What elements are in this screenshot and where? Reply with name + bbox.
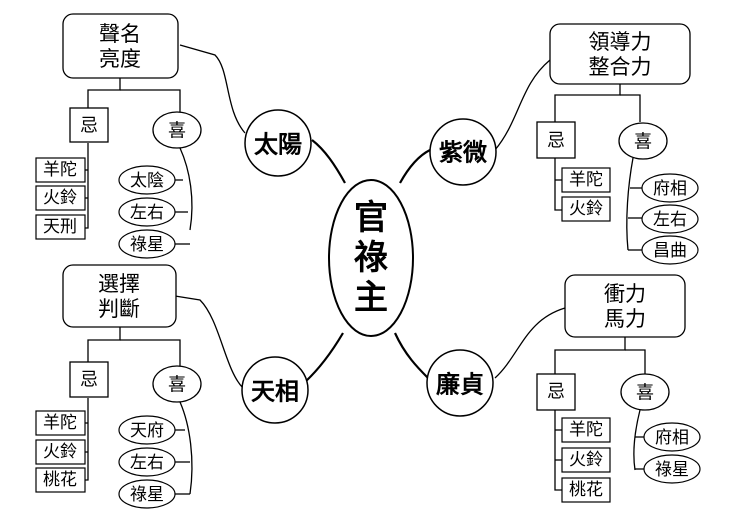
like-item <box>118 197 176 227</box>
avoid-item <box>561 167 611 193</box>
like-item <box>643 422 701 452</box>
avoid-item-text: 羊陀 <box>569 170 603 190</box>
like-label: 喜 <box>636 383 654 404</box>
avoid-item-text: 羊陀 <box>43 160 77 180</box>
center-char-3: 主 <box>354 278 388 318</box>
like-item-text: 祿星 <box>655 460 689 480</box>
branch-taiyang: 太陽 聲名 亮度 忌 喜 羊陀 火鈴 天刑 太陰 左右 祿星 <box>35 13 312 259</box>
like-item-text: 左右 <box>130 453 164 473</box>
avoid-item <box>35 467 86 493</box>
avoid-label: 忌 <box>80 116 98 137</box>
like-item-text: 府相 <box>653 179 687 199</box>
center-char-2: 祿 <box>354 238 388 278</box>
avoid-item <box>35 439 86 465</box>
avoid-label: 忌 <box>547 131 565 152</box>
like-item-text: 左右 <box>653 210 687 230</box>
avoid-label: 忌 <box>547 382 565 403</box>
branch-tianxiang: 天相 選擇 判斷 忌 喜 羊陀 火鈴 桃花 天府 左右 祿星 <box>35 264 309 509</box>
center-node: 官 祿 主 <box>328 179 414 337</box>
like-item-text: 左右 <box>130 203 164 223</box>
avoid-item <box>561 196 611 222</box>
star-node <box>429 118 497 186</box>
avoid-item <box>561 447 611 473</box>
title-box <box>62 264 177 328</box>
star-label: 太陽 <box>254 130 302 159</box>
like-oval <box>152 111 202 149</box>
title-line-2: 判斷 <box>98 297 140 321</box>
like-item <box>118 415 176 445</box>
like-item <box>643 454 701 484</box>
like-item <box>118 229 176 259</box>
avoid-item-text: 天刑 <box>43 217 77 237</box>
like-oval <box>152 365 202 403</box>
avoid-item <box>561 417 611 443</box>
connectors <box>85 44 646 495</box>
avoid-item-text: 火鈴 <box>43 188 77 208</box>
star-node <box>241 356 309 424</box>
title-line-2: 亮度 <box>99 47 141 71</box>
title-line-1: 衝力 <box>604 282 646 306</box>
branch-ziwei: 紫微 領導力 整合力 忌 喜 羊陀 火鈴 府相 左右 昌曲 <box>429 23 699 265</box>
branch-lianzhen: 廉貞 衝力 馬力 忌 喜 羊陀 火鈴 桃花 府相 祿星 <box>426 274 701 503</box>
like-label: 喜 <box>168 375 186 396</box>
avoid-item <box>561 477 611 503</box>
title-line-2: 整合力 <box>589 55 652 79</box>
like-item <box>641 235 699 265</box>
avoid-item <box>35 185 86 211</box>
star-label: 天相 <box>251 377 299 406</box>
avoid-item <box>35 214 86 240</box>
avoid-item <box>35 157 86 183</box>
like-item <box>641 173 699 203</box>
title-line-1: 選擇 <box>98 272 140 296</box>
avoid-item-text: 羊陀 <box>569 420 603 440</box>
like-item <box>641 204 699 234</box>
avoid-item-text: 火鈴 <box>43 442 77 462</box>
like-oval <box>618 122 668 160</box>
like-item-text: 府相 <box>655 428 689 448</box>
avoid-item-text: 火鈴 <box>569 199 603 219</box>
avoid-item-text: 火鈴 <box>569 450 603 470</box>
avoid-box <box>536 373 576 411</box>
avoid-label: 忌 <box>80 370 98 391</box>
like-oval <box>620 373 670 411</box>
avoid-item-text: 桃花 <box>569 480 603 500</box>
like-item-text: 祿星 <box>130 485 164 505</box>
like-label: 喜 <box>168 121 186 142</box>
star-node <box>426 349 494 417</box>
avoid-box <box>69 361 109 398</box>
title-line-2: 馬力 <box>604 307 646 331</box>
title-line-1: 聲名 <box>99 22 141 46</box>
avoid-item <box>35 410 86 436</box>
like-item-text: 祿星 <box>130 235 164 255</box>
avoid-item-text: 桃花 <box>43 470 77 490</box>
star-node <box>244 109 312 177</box>
avoid-box <box>69 107 109 143</box>
like-item-text: 天府 <box>130 421 164 441</box>
title-box <box>549 23 691 85</box>
title-box <box>564 274 686 338</box>
like-item-text: 太陰 <box>130 171 164 191</box>
like-item <box>118 165 176 195</box>
avoid-item-text: 羊陀 <box>43 413 77 433</box>
center-char-1: 官 <box>354 198 388 238</box>
like-label: 喜 <box>634 132 652 153</box>
title-box <box>62 13 179 79</box>
like-item <box>118 447 176 477</box>
star-label: 廉貞 <box>436 370 484 399</box>
like-item <box>118 479 176 509</box>
avoid-box <box>536 121 576 159</box>
star-label: 紫微 <box>439 138 487 167</box>
like-item-text: 昌曲 <box>653 241 687 261</box>
title-line-1: 領導力 <box>589 30 652 54</box>
